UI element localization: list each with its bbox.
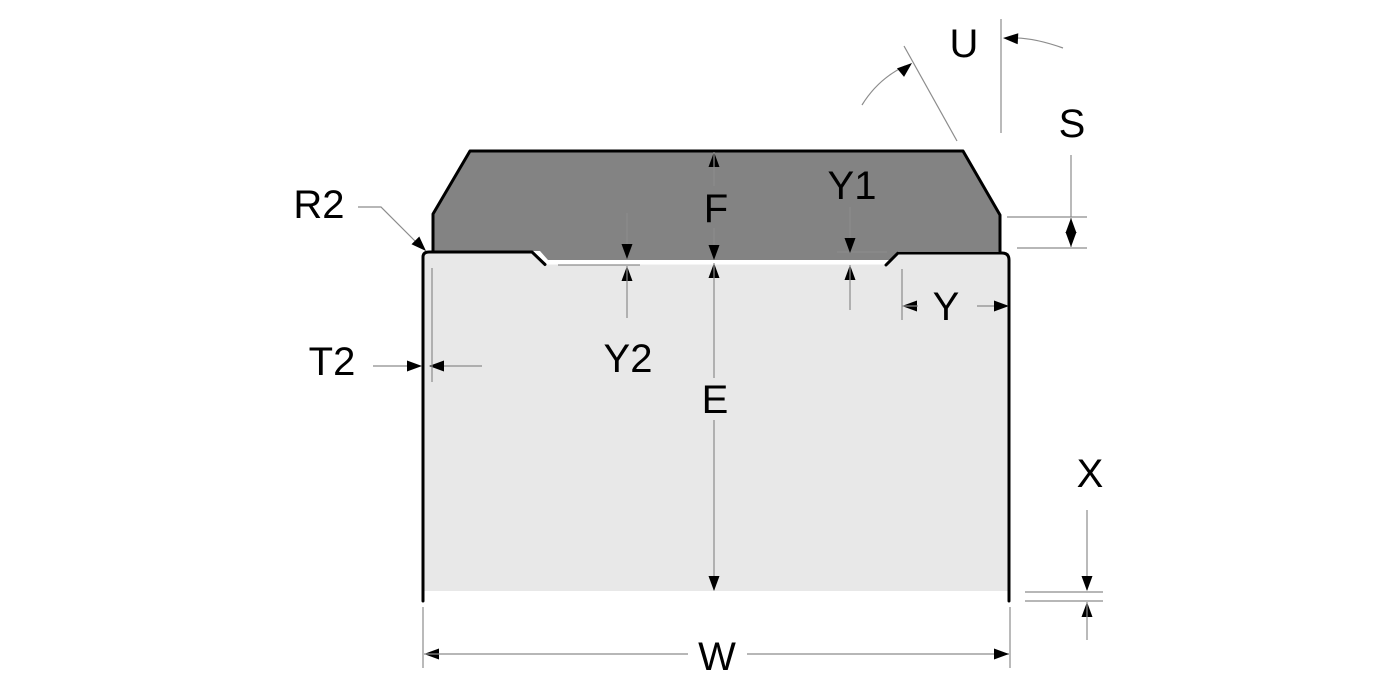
dim-s: S bbox=[1007, 102, 1087, 249]
dim-y1: Y1 bbox=[828, 164, 887, 310]
arrowhead bbox=[994, 300, 1009, 312]
dim-y-label: Y bbox=[933, 285, 960, 329]
dim-t2: T2 bbox=[309, 268, 482, 384]
dim-w-label: W bbox=[698, 635, 736, 679]
base-fill bbox=[423, 253, 1009, 591]
arrowhead bbox=[896, 63, 912, 77]
arrowhead bbox=[1003, 33, 1019, 45]
base-outline-left bbox=[421, 250, 547, 603]
arrowhead bbox=[708, 576, 720, 591]
dim-u-label: U bbox=[950, 22, 979, 66]
dim-f-label: F bbox=[704, 187, 728, 231]
dim-x-label: X bbox=[1077, 452, 1104, 496]
block-outline bbox=[431, 149, 1002, 253]
arrowhead bbox=[621, 244, 633, 259]
dim-y: Y bbox=[901, 269, 1009, 329]
arrowhead bbox=[1081, 576, 1093, 591]
dim-y2: Y2 bbox=[558, 213, 652, 381]
dim-u: U bbox=[861, 19, 1064, 142]
arrowhead bbox=[844, 238, 856, 253]
arrowhead bbox=[708, 245, 720, 260]
arrowhead bbox=[994, 648, 1009, 660]
dim-e: E bbox=[702, 263, 729, 591]
arrowhead bbox=[429, 360, 444, 372]
dim-s-label: S bbox=[1059, 102, 1086, 146]
arrowhead bbox=[407, 360, 422, 372]
dim-t2-label: T2 bbox=[309, 340, 356, 384]
dim-x: X bbox=[1025, 452, 1103, 640]
dim-y2-label: Y2 bbox=[604, 337, 653, 381]
dim-y1-label: Y1 bbox=[828, 164, 877, 208]
block-fill bbox=[433, 151, 1000, 260]
arrowhead bbox=[411, 236, 426, 251]
dim-r2-label: R2 bbox=[293, 183, 344, 227]
arrowhead bbox=[1065, 218, 1077, 233]
dim-w: W bbox=[422, 607, 1011, 679]
part-cross-section bbox=[421, 149, 1011, 603]
arrowhead bbox=[1065, 232, 1077, 247]
dim-f: F bbox=[704, 152, 728, 260]
dim-e-label: E bbox=[702, 378, 729, 422]
dim-r2: R2 bbox=[293, 183, 426, 251]
base-outline-right bbox=[884, 251, 1011, 603]
